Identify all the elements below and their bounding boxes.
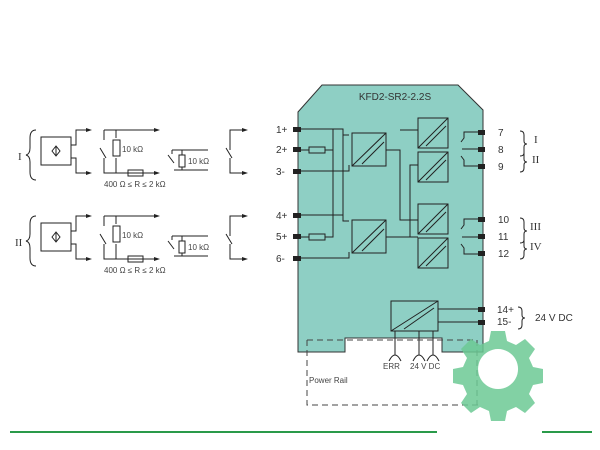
svg-text:2+: 2+ <box>276 145 288 156</box>
range-label: 400 Ω ≤ R ≤ 2 kΩ <box>104 180 166 189</box>
svg-text:9: 9 <box>498 162 504 173</box>
svg-text:10: 10 <box>498 215 510 226</box>
svg-text:1+: 1+ <box>276 125 288 136</box>
output-terminals: 7 8 9 10 11 12 I II III IV <box>478 128 542 260</box>
device-title: KFD2-SR2-2.2S <box>359 92 432 103</box>
svg-text:IV: IV <box>530 241 542 253</box>
channel-i-schematic: I 10 kΩ 400 Ω ≤ R ≤ 2 kΩ 10 kΩ <box>18 128 248 189</box>
svg-text:ERR: ERR <box>383 362 400 371</box>
channel-i-label: I <box>18 151 22 163</box>
resistor-label: 10 kΩ <box>122 145 143 154</box>
power-rail-label: Power Rail <box>309 376 348 385</box>
svg-text:24 V DC: 24 V DC <box>535 313 573 324</box>
svg-text:I: I <box>534 134 538 146</box>
channel-ii-label: II <box>15 237 23 249</box>
resistor-label: 10 kΩ <box>122 231 143 240</box>
channel-ii-schematic: II 10 kΩ 400 Ω ≤ R ≤ 2 kΩ 10 kΩ <box>15 214 248 275</box>
sensor-icon <box>40 222 72 252</box>
range-label: 400 Ω ≤ R ≤ 2 kΩ <box>104 266 166 275</box>
svg-text:7: 7 <box>498 128 504 139</box>
svg-text:14+: 14+ <box>497 305 514 316</box>
svg-text:8: 8 <box>498 145 504 156</box>
svg-text:III: III <box>530 221 541 233</box>
resistor-label: 10 kΩ <box>188 157 209 166</box>
svg-text:6-: 6- <box>276 254 285 265</box>
svg-text:24 V DC: 24 V DC <box>410 362 440 371</box>
svg-text:5+: 5+ <box>276 232 288 243</box>
input-terminals: 1+ 2+ 3- 4+ 5+ 6- <box>276 125 301 265</box>
svg-text:4+: 4+ <box>276 211 288 222</box>
power-section: 14+ 15- 24 V DC ERR 24 V DC Power Rail <box>306 300 573 406</box>
resistor-label: 10 kΩ <box>188 243 209 252</box>
svg-text:11: 11 <box>498 232 509 243</box>
sensor-icon <box>40 136 72 166</box>
svg-text:12: 12 <box>498 249 510 260</box>
svg-text:15-: 15- <box>497 317 511 328</box>
gear-logo-icon <box>453 331 543 421</box>
svg-text:3-: 3- <box>276 167 285 178</box>
svg-text:II: II <box>532 154 540 166</box>
internal-wiring <box>301 117 478 269</box>
